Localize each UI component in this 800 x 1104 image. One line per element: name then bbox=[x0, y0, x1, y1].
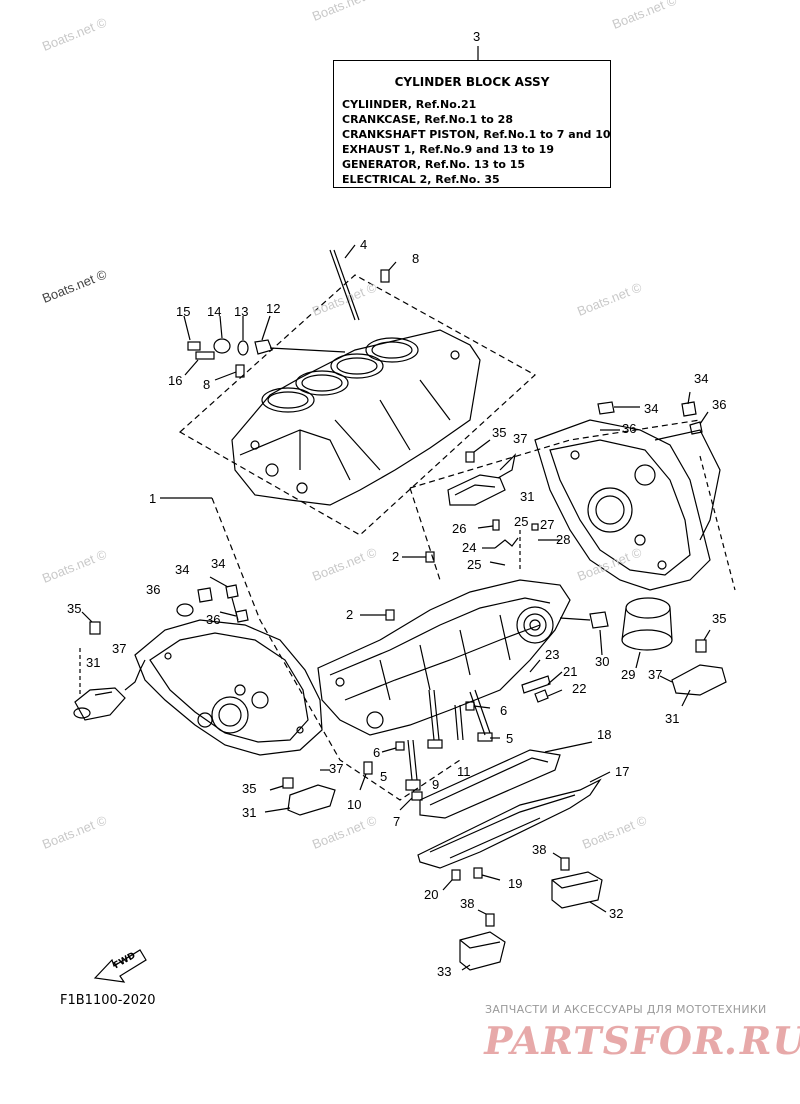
callout: 2 bbox=[346, 607, 354, 622]
callout: 17 bbox=[615, 764, 630, 779]
callout: 16 bbox=[168, 373, 183, 388]
diagram-code: F1B1100-2020 bbox=[60, 993, 156, 1008]
callout: 35 bbox=[67, 601, 82, 616]
cylinder-block-upper bbox=[178, 274, 537, 536]
callout: 12 bbox=[266, 301, 281, 316]
assembly-title: CYLINDER BLOCK ASSY bbox=[394, 75, 550, 89]
callout: 24 bbox=[462, 540, 477, 555]
crankcase-cover-left bbox=[134, 619, 323, 756]
stud-4 bbox=[329, 249, 356, 321]
callout: 22 bbox=[572, 681, 587, 696]
bolts-34-36-left bbox=[176, 576, 249, 623]
callout: 15 bbox=[176, 304, 191, 319]
callout: 36 bbox=[622, 421, 637, 436]
callout: 5 bbox=[506, 731, 514, 746]
oil-filter-29-30 bbox=[559, 597, 673, 669]
mount-31-left bbox=[73, 611, 146, 721]
promo-tagline: ЗАПЧАСТИ И АКСЕССУАРЫ ДЛЯ МОТОТЕХНИКИ bbox=[485, 1003, 767, 1016]
mount-31-upper bbox=[447, 439, 516, 506]
callout: 6 bbox=[500, 703, 508, 718]
callout: 33 bbox=[437, 964, 452, 979]
callout: 38 bbox=[460, 896, 475, 911]
parts-21-23 bbox=[521, 659, 563, 703]
callout: 14 bbox=[207, 304, 222, 319]
assembly-line: ELECTRICAL 2, Ref.No. 35 bbox=[342, 173, 500, 186]
callout: 29 bbox=[621, 667, 636, 682]
callout: 37 bbox=[112, 641, 127, 656]
callout: 9 bbox=[432, 777, 440, 792]
assembly-line: CRANKSHAFT PISTON, Ref.No.1 to 7 and 10 bbox=[342, 128, 611, 141]
callout: 37 bbox=[329, 761, 344, 776]
callout: 5 bbox=[380, 769, 388, 784]
callout: 13 bbox=[234, 304, 249, 319]
assembly-line: GENERATOR, Ref.No. 13 to 15 bbox=[342, 158, 526, 171]
small-parts-24-28 bbox=[477, 519, 560, 570]
callout: 31 bbox=[665, 711, 680, 726]
callout: 4 bbox=[360, 237, 368, 252]
callout: 32 bbox=[609, 906, 624, 921]
callout: 19 bbox=[508, 876, 523, 891]
callout: 7 bbox=[393, 814, 401, 829]
fwd-arrow-icon bbox=[93, 949, 147, 983]
promo-brand-logo: PARTSFOR.RU bbox=[480, 1018, 800, 1063]
assembly-line: CYLIINDER, Ref.No.21 bbox=[342, 98, 477, 111]
dowel-2b bbox=[385, 609, 395, 621]
callout: 1 bbox=[149, 491, 157, 506]
bolts-34-36-upper-right bbox=[597, 391, 709, 435]
mount-31-lower-left bbox=[264, 769, 336, 816]
generator-cover-right bbox=[534, 419, 736, 591]
callout: 18 bbox=[597, 727, 612, 742]
callout: 6 bbox=[373, 745, 381, 760]
callout: 2 bbox=[392, 549, 400, 564]
callout: 36 bbox=[712, 397, 727, 412]
callout: 23 bbox=[545, 647, 560, 662]
callout: 36 bbox=[206, 612, 221, 627]
callout: 26 bbox=[452, 521, 467, 536]
assembly-line: CRANKCASE, Ref.No.1 to 28 bbox=[342, 113, 513, 126]
assembly-line: EXHAUST 1, Ref.No.9 and 13 to 19 bbox=[342, 143, 554, 156]
callout: 10 bbox=[347, 797, 362, 812]
callout: 35 bbox=[712, 611, 727, 626]
callout: 11 bbox=[457, 764, 471, 779]
crankcase-lower bbox=[317, 579, 571, 736]
callout: 27 bbox=[540, 517, 555, 532]
callout: 34 bbox=[211, 556, 226, 571]
callout: 30 bbox=[595, 654, 610, 669]
callout: 31 bbox=[520, 489, 535, 504]
callout: 8 bbox=[412, 251, 420, 266]
callout: 31 bbox=[86, 655, 101, 670]
callout: 31 bbox=[242, 805, 257, 820]
mount-31-right bbox=[659, 629, 727, 707]
callout: 37 bbox=[513, 431, 528, 446]
callout: 25 bbox=[514, 514, 529, 529]
assembly-reference-box: CYLINDER BLOCK ASSY CYLIINDER, Ref.No.21… bbox=[333, 60, 611, 188]
callout-3: 3 bbox=[473, 29, 481, 44]
callout: 35 bbox=[242, 781, 257, 796]
crankcase-dashed-outline bbox=[211, 419, 701, 801]
block-33 bbox=[459, 909, 506, 971]
bracket-32 bbox=[551, 852, 607, 913]
parts-12-16 bbox=[183, 315, 346, 376]
callout: 20 bbox=[424, 887, 439, 902]
callout: 37 bbox=[648, 667, 663, 682]
callout: 35 bbox=[492, 425, 507, 440]
callout: 28 bbox=[556, 532, 571, 547]
bolts-19-20 bbox=[442, 867, 501, 891]
gasket-18-oilpan-17 bbox=[417, 741, 611, 869]
callout: 25 bbox=[467, 557, 482, 572]
bolts-lower bbox=[359, 689, 500, 811]
callout: 38 bbox=[532, 842, 547, 857]
callout: 34 bbox=[175, 562, 190, 577]
callout: 36 bbox=[146, 582, 161, 597]
callout: 8 bbox=[203, 377, 211, 392]
callout: 34 bbox=[694, 371, 709, 386]
callout: 21 bbox=[563, 664, 578, 679]
callout: 34 bbox=[644, 401, 659, 416]
